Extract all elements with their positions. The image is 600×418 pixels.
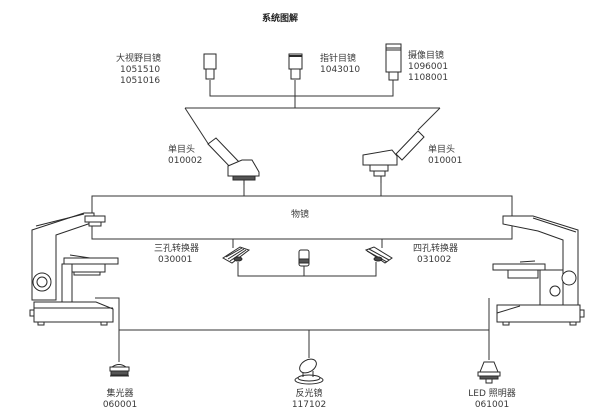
label-eyepiece-camera: 摄像目镜 1096001 1108001 <box>408 51 448 84</box>
diagram-title: 系统图解 <box>262 14 299 24</box>
connector-head-left-diag <box>185 108 209 145</box>
led-illuminator-name: LED 照明器 <box>468 389 516 399</box>
condenser-icon <box>110 365 129 377</box>
label-condenser: 集光器 060001 <box>100 389 140 411</box>
eyepiece-wide-field-code-2: 1051016 <box>120 76 161 86</box>
connector-eyepiece-right <box>295 80 393 96</box>
label-nosepiece-triple: 三孔转换器 030001 <box>154 244 199 266</box>
mirror-code: 117102 <box>291 400 327 410</box>
led-illuminator-code: 061001 <box>474 400 510 410</box>
label-nosepiece-quad: 四孔转换器 031002 <box>413 244 458 266</box>
eyepiece-pointer-name: 指针目镜 <box>320 54 357 64</box>
microscope-right-icon <box>493 216 584 325</box>
eyepiece-pointer-code: 1043010 <box>320 65 361 75</box>
condenser-code: 060001 <box>102 400 138 410</box>
eyepiece-camera-code-2: 1108001 <box>408 73 449 83</box>
nosepiece-triple-icon <box>223 247 249 263</box>
label-eyepiece-wide-field: 大视野目镜 1051510 1051016 <box>116 54 161 87</box>
label-head-left: 单目头 010002 <box>168 145 202 167</box>
mirror-icon <box>295 356 323 384</box>
eyepiece-camera-name: 摄像目镜 <box>408 51 445 61</box>
head-left-name: 单目头 <box>168 145 196 155</box>
microscope-left-icon <box>30 213 118 325</box>
label-led-illuminator: LED 照明器 061001 <box>462 389 522 411</box>
eyepiece-camera-code-1: 1096001 <box>408 62 449 72</box>
mirror-name: 反光镜 <box>295 389 323 399</box>
monocular-head-right-icon <box>363 131 424 183</box>
label-mirror: 反光镜 117102 <box>289 389 329 411</box>
head-left-code: 010002 <box>168 156 203 166</box>
connector-left-scope <box>95 298 119 330</box>
monocular-head-left-icon <box>208 138 259 185</box>
eyepiece-wide-field-code-1: 1051510 <box>120 65 161 75</box>
nosepiece-bus <box>238 262 376 276</box>
nosepiece-triple-name: 三孔转换器 <box>154 244 200 254</box>
nosepiece-quad-icon <box>366 247 392 263</box>
eyepiece-camera-icon <box>386 44 401 80</box>
objective-label: 物镜 <box>291 210 310 220</box>
nosepiece-quad-name: 四孔转换器 <box>413 244 459 254</box>
label-head-right: 单目头 010001 <box>428 145 462 167</box>
led-illuminator-icon <box>478 362 500 383</box>
label-eyepiece-pointer: 指针目镜 1043010 <box>320 54 360 76</box>
head-right-code: 010001 <box>428 156 463 166</box>
condenser-name: 集光器 <box>106 389 134 399</box>
nosepiece-quad-code: 031002 <box>417 255 452 265</box>
head-right-name: 单目头 <box>428 145 456 155</box>
objective-lens-icon <box>299 250 309 266</box>
eyepiece-pointer-icon <box>289 54 302 79</box>
connector-eyepiece-left <box>210 80 295 96</box>
eyepiece-wide-field-name: 大视野目镜 <box>116 54 162 64</box>
connector-head-right-diag <box>418 108 440 130</box>
eyepiece-wide-field-icon <box>204 54 216 79</box>
nosepiece-triple-code: 030001 <box>158 255 193 265</box>
